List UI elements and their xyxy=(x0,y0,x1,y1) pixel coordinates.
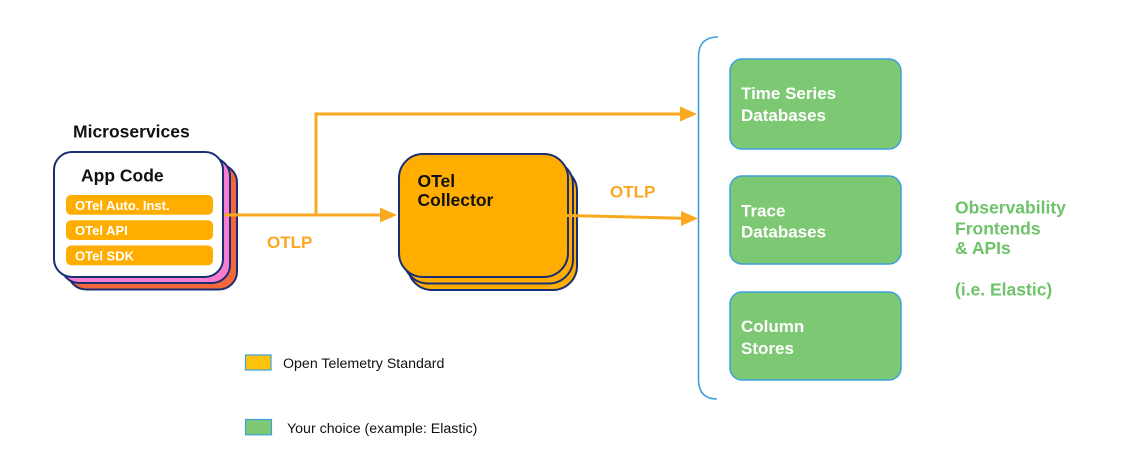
svg-text:Open Telemetry Standard: Open Telemetry Standard xyxy=(283,356,444,372)
svg-text:Frontends: Frontends xyxy=(955,218,1041,238)
svg-text:OTel API: OTel API xyxy=(75,223,128,238)
svg-text:OTLP: OTLP xyxy=(267,233,312,252)
svg-text:Trace: Trace xyxy=(741,202,785,221)
svg-text:OTel: OTel xyxy=(418,171,456,191)
svg-text:Your choice (example: Elastic): Your choice (example: Elastic) xyxy=(287,421,477,437)
svg-text:Observability: Observability xyxy=(955,197,1066,217)
svg-text:Microservices: Microservices xyxy=(73,122,190,142)
svg-text:OTLP: OTLP xyxy=(610,183,655,202)
svg-text:OTel Auto. Inst.: OTel Auto. Inst. xyxy=(75,198,170,213)
svg-text:& APIs: & APIs xyxy=(955,238,1011,258)
svg-text:App Code: App Code xyxy=(81,166,164,186)
svg-text:Databases: Databases xyxy=(741,223,826,242)
svg-text:Column: Column xyxy=(741,317,804,336)
svg-text:Collector: Collector xyxy=(418,190,494,210)
svg-text:Stores: Stores xyxy=(741,339,794,358)
svg-text:OTel SDK: OTel SDK xyxy=(75,248,135,263)
svg-text:Databases: Databases xyxy=(741,106,826,125)
svg-text:(i.e. Elastic): (i.e. Elastic) xyxy=(955,280,1052,300)
svg-text:Time Series: Time Series xyxy=(741,84,836,103)
